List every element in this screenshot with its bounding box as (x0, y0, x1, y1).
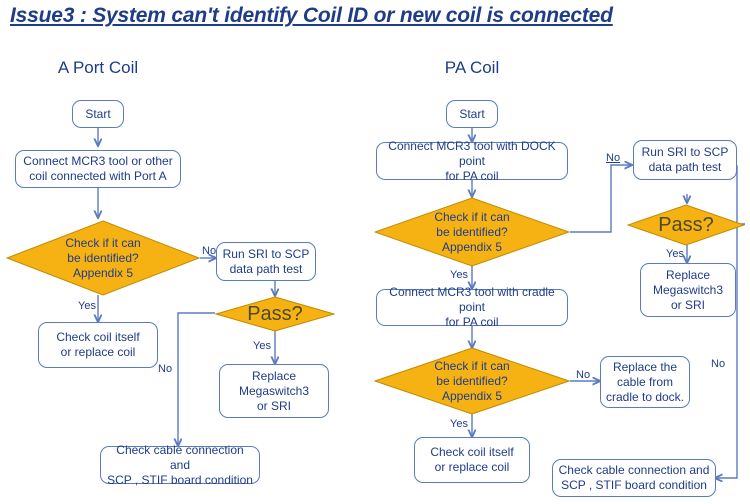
node-pa-run-sri[interactable]: Run SRI to SCP data path test (633, 140, 737, 180)
node-pa-check-identified-1-label: Check if it can be identified? Appendix … (434, 209, 510, 254)
node-a-check-coil-label: Check coil itself or replace coil (56, 330, 140, 359)
node-pa-connect-cradle-label: Connect MCR3 tool with cradle point for … (389, 285, 555, 329)
node-a-connect-port[interactable]: Connect MCR3 tool or other coil connecte… (15, 150, 181, 188)
node-pa-replace-cable[interactable]: Replace the cable from cradle to dock. (600, 356, 690, 408)
node-pa-pass[interactable]: Pass? (627, 204, 745, 246)
node-pa-replace-megaswitch-label: Replace Megaswitch3 or SRI (652, 267, 724, 312)
node-a-check-identified[interactable]: Check if it can be identified? Appendix … (6, 220, 200, 296)
node-a-run-sri[interactable]: Run SRI to SCP data path test (216, 242, 316, 281)
node-pa-check-identified-2-label: Check if it can be identified? Appendix … (434, 358, 510, 403)
diamond-shape (6, 220, 200, 296)
edge-label-a-check-no: No (202, 245, 217, 257)
node-pa-replace-cable-label: Replace the cable from cradle to dock. (605, 359, 685, 404)
edge-label-pa-check1-no: No (606, 152, 621, 164)
edge-label-a-pass-yes: Yes (253, 340, 271, 352)
node-pa-check-identified-1[interactable]: Check if it can be identified? Appendix … (374, 197, 570, 267)
node-a-start[interactable]: Start (72, 100, 124, 128)
edge-label-pa-pass-yes: Yes (666, 248, 684, 260)
node-pa-check-coil-label: Check coil itself or replace coil (430, 445, 514, 474)
edge-label-a-pass-no: No (158, 363, 173, 375)
edge-label-pa-check1-yes: Yes (450, 269, 468, 281)
node-a-connect-port-label: Connect MCR3 tool or other coil connecte… (23, 154, 173, 183)
section-heading-a-port-coil: A Port Coil (57, 58, 139, 77)
node-pa-connect-cradle[interactable]: Connect MCR3 tool with cradle point for … (376, 285, 568, 329)
node-pa-run-sri-label: Run SRI to SCP data path test (641, 145, 729, 174)
edge-label-pa-check2-no: No (576, 369, 591, 381)
node-pa-check-identified-2[interactable]: Check if it can be identified? Appendix … (374, 347, 570, 415)
section-heading-pa-coil: PA Coil (444, 58, 500, 77)
node-pa-pass-label: Pass? (658, 213, 714, 236)
edge-label-pa-pass-no: No (711, 358, 726, 370)
node-a-check-identified-label: Check if it can be identified? Appendix … (65, 235, 141, 280)
edge-label-pa-check2-yes: Yes (450, 418, 468, 430)
node-pa-connect-dock[interactable]: Connect MCR3 tool with DOCK point for PA… (376, 139, 568, 183)
node-a-run-sri-label: Run SRI to SCP data path test (222, 246, 310, 276)
node-a-check-coil[interactable]: Check coil itself or replace coil (38, 322, 158, 368)
node-pa-start[interactable]: Start (446, 100, 498, 128)
node-pa-check-cable[interactable]: Check cable connection and SCP , STIF bo… (552, 459, 716, 497)
node-pa-check-cable-label: Check cable connection and SCP , STIF bo… (558, 463, 710, 492)
node-pa-start-label: Start (459, 106, 485, 121)
node-a-start-label: Start (85, 106, 111, 121)
node-a-pass[interactable]: Pass? (215, 296, 335, 332)
edge-label-a-check-yes: Yes (78, 300, 96, 312)
node-pa-replace-megaswitch[interactable]: Replace Megaswitch3 or SRI (640, 263, 736, 317)
page-title: Issue3 : System can't identify Coil ID o… (10, 4, 613, 27)
node-a-check-cable[interactable]: Check cable connection and SCP , STIF bo… (100, 443, 260, 487)
node-pa-check-coil[interactable]: Check coil itself or replace coil (414, 437, 530, 483)
node-a-replace-megaswitch-label: Replace Megaswitch3 or SRI (238, 368, 310, 413)
node-a-check-cable-label: Check cable connection and SCP , STIF bo… (107, 442, 253, 487)
node-a-replace-megaswitch[interactable]: Replace Megaswitch3 or SRI (219, 364, 329, 418)
node-a-pass-label: Pass? (247, 302, 303, 325)
node-pa-connect-dock-label: Connect MCR3 tool with DOCK point for PA… (388, 138, 556, 183)
